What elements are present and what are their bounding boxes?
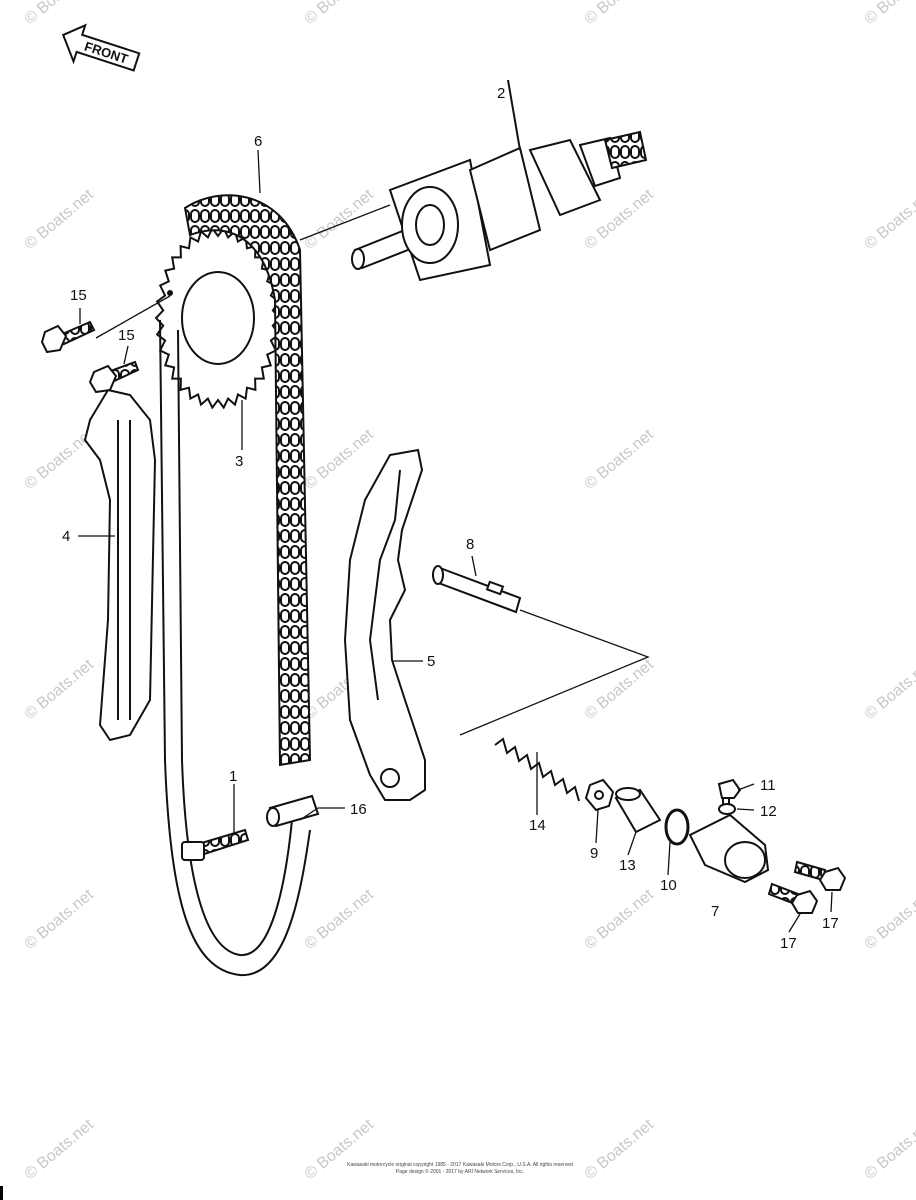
mounting-bolt-b [767, 882, 819, 914]
watermark-text: © Boats.net [862, 656, 916, 723]
label-part-17-right: 17 [822, 915, 839, 932]
label-part-15-lower: 15 [118, 327, 135, 344]
bolt-lower [88, 360, 140, 394]
watermark-text: © Boats.net [582, 426, 658, 493]
bolt-upper [40, 320, 96, 354]
watermark-text: © Boats.net [862, 186, 916, 253]
label-part-17-left: 17 [780, 935, 797, 952]
watermark-text: © Boats.net [862, 886, 916, 953]
watermark-text: © Boats.net [582, 656, 658, 723]
watermark-text: © Boats.net [22, 656, 98, 723]
label-part-5: 5 [427, 653, 435, 670]
watermark-text: © Boats.net [302, 186, 378, 253]
tensioner-pushrod [432, 565, 522, 614]
collar [266, 794, 320, 828]
watermark-text: © Boats.net [302, 0, 378, 28]
footer-page-design: Page design © 2001 - 2017 by ARI Network… [395, 1169, 525, 1175]
footer-copyright: Kawasaki motorcycle original copyright 1… [347, 1162, 573, 1168]
label-part-14: 14 [529, 817, 546, 834]
cam-sprocket [154, 226, 282, 410]
edge-mark [0, 1186, 3, 1200]
watermark-text: © Boats.net [302, 886, 378, 953]
label-part-16: 16 [350, 801, 367, 818]
camshaft [351, 79, 648, 282]
label-part-1: 1 [229, 768, 237, 785]
watermark-text: © Boats.net [582, 886, 658, 953]
watermark-text: © Boats.net [22, 1116, 98, 1183]
chain-tensioner-guide [343, 448, 426, 801]
front-arrow-icon: FRONT [61, 23, 141, 72]
label-part-9: 9 [590, 845, 598, 862]
label-part-13: 13 [619, 857, 636, 874]
label-part-15-upper: 15 [70, 287, 87, 304]
label-part-2: 2 [497, 85, 505, 102]
watermark-text: © Boats.net [582, 0, 658, 28]
watermark-text: © Boats.net [862, 1116, 916, 1183]
watermark-text: © Boats.net [862, 0, 916, 28]
tensioner-body [688, 813, 770, 884]
label-part-6: 6 [254, 133, 262, 150]
lock-nut [584, 778, 615, 812]
tensioner-spring [494, 737, 580, 802]
pivot-bolt [181, 828, 250, 861]
label-part-8: 8 [466, 536, 474, 553]
mounting-bolt-a [793, 860, 847, 891]
o-ring [664, 808, 690, 846]
watermark-text: © Boats.net [22, 886, 98, 953]
watermark-text: © Boats.net [22, 0, 98, 28]
label-part-10: 10 [660, 877, 677, 894]
chain-guide [83, 388, 157, 742]
watermark-text: © Boats.net [302, 426, 378, 493]
washer [718, 803, 736, 815]
label-part-4: 4 [62, 528, 70, 545]
cam-chain [159, 194, 312, 977]
label-part-12: 12 [760, 803, 777, 820]
watermark-text: © Boats.net [22, 186, 98, 253]
label-part-11: 11 [760, 777, 776, 794]
leader-lines [78, 149, 833, 933]
label-part-7: 7 [711, 903, 719, 920]
tensioner-sleeve [614, 787, 662, 834]
label-part-3: 3 [235, 453, 243, 470]
